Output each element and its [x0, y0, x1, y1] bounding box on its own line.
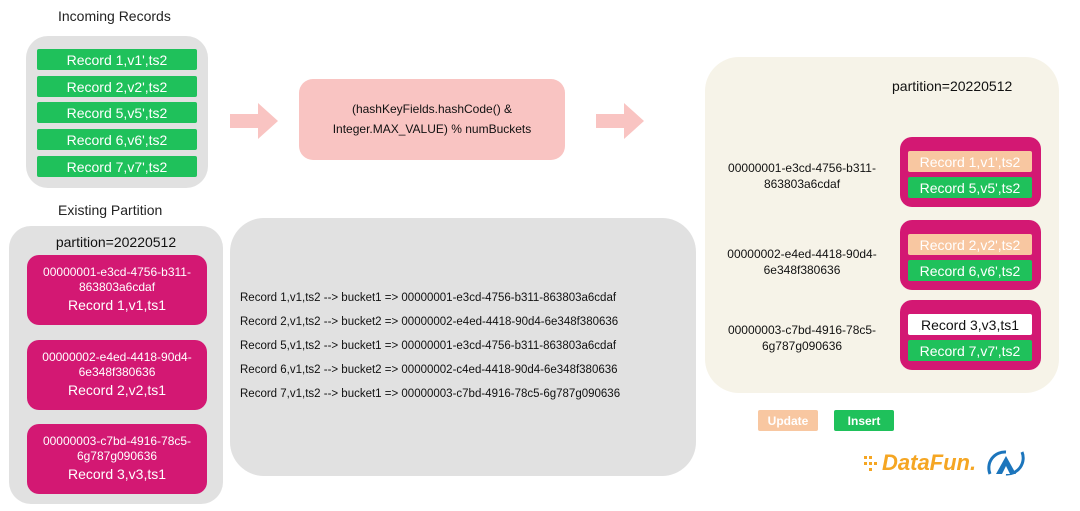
inserted-record: Record 7,v7',ts2: [908, 340, 1032, 361]
file-id-line: 863803a6cdaf: [763, 177, 841, 191]
mapping-line: Record 2,v1,ts2 --> bucket2 => 00000002-…: [240, 316, 619, 328]
result-bucket: Record 1,v1',ts2 Record 5,v5',ts2: [900, 137, 1041, 207]
file-id-line: 6e348f380636: [763, 263, 841, 277]
legend-update: Update: [758, 410, 818, 431]
incoming-records-title: Incoming Records: [58, 8, 171, 24]
file-id-line: 00000003-c7bd-4916-78c5-: [42, 434, 192, 448]
file-record: Record 3,v3,ts1: [67, 466, 167, 482]
existing-file-card: 00000001-e3cd-4756-b311- 863803a6cdaf Re…: [27, 255, 207, 325]
incoming-record: Record 5,v5',ts2: [37, 102, 197, 123]
legend-insert: Insert: [834, 410, 894, 431]
result-file-id: 00000001-e3cd-4756-b311- 863803a6cdaf: [712, 160, 892, 192]
existing-partition-panel: partition=20220512 00000001-e3cd-4756-b3…: [9, 226, 223, 504]
hash-line: (hashKeyFields.hashCode() &: [351, 102, 513, 116]
result-file-id: 00000002-e4ed-4418-90d4- 6e348f380636: [712, 246, 892, 278]
incoming-record: Record 6,v6',ts2: [37, 129, 197, 150]
result-bucket: Record 3,v3,ts1 Record 7,v7',ts2: [900, 300, 1041, 370]
file-id-line: 00000001-e3cd-4756-b311-: [43, 265, 191, 279]
hudi-logo-icon: [987, 450, 1025, 476]
existing-partition-title: Existing Partition: [58, 202, 163, 218]
datafun-dots-icon: [864, 456, 877, 471]
hash-line: Integer.MAX_VALUE) % numBuckets: [332, 122, 532, 136]
hash-function-box: (hashKeyFields.hashCode() & Integer.MAX_…: [299, 79, 565, 160]
existing-file-card: 00000003-c7bd-4916-78c5- 6g787g090636 Re…: [27, 424, 207, 494]
incoming-record: Record 2,v2',ts2: [37, 76, 197, 97]
existing-partition-label: partition=20220512: [55, 234, 177, 250]
mapping-line: Record 5,v1,ts2 --> bucket1 => 00000001-…: [240, 340, 617, 352]
file-id-line: 6g787g090636: [761, 339, 843, 353]
inserted-record: Record 5,v5',ts2: [908, 177, 1032, 198]
bucket-mapping-panel: [230, 218, 696, 476]
unchanged-record: Record 3,v3,ts1: [908, 314, 1032, 335]
incoming-record: Record 7,v7',ts2: [37, 156, 197, 177]
file-id-line: 6e348f380636: [78, 365, 156, 379]
result-bucket: Record 2,v2',ts2 Record 6,v6',ts2: [900, 220, 1041, 290]
file-record: Record 2,v2,ts1: [67, 382, 167, 398]
arrow-right-icon: [596, 103, 644, 139]
incoming-records-panel: Record 1,v1',ts2 Record 2,v2',ts2 Record…: [26, 36, 208, 188]
file-id-line: 00000002-e4ed-4418-90d4-: [42, 350, 192, 364]
file-id-line: 863803a6cdaf: [78, 280, 156, 294]
arrow-right-icon: [230, 103, 278, 139]
result-partition-label: partition=20220512: [892, 78, 1013, 94]
updated-record: Record 2,v2',ts2: [908, 234, 1032, 255]
inserted-record: Record 6,v6',ts2: [908, 260, 1032, 281]
mapping-line: Record 1,v1,ts2 --> bucket1 => 00000001-…: [240, 292, 617, 304]
file-record: Record 1,v1,ts1: [67, 297, 167, 313]
mapping-line: Record 7,v1,ts2 --> bucket1 => 00000003-…: [240, 388, 621, 400]
file-id-line: 00000003-c7bd-4916-78c5-: [727, 323, 877, 337]
existing-file-card: 00000002-e4ed-4418-90d4- 6e348f380636 Re…: [27, 340, 207, 410]
incoming-record: Record 1,v1',ts2: [37, 49, 197, 70]
file-id-line: 00000001-e3cd-4756-b311-: [728, 161, 876, 175]
file-id-line: 00000002-e4ed-4418-90d4-: [727, 247, 877, 261]
updated-record: Record 1,v1',ts2: [908, 151, 1032, 172]
datafun-logo: DataFun.: [864, 446, 976, 480]
file-id-line: 6g787g090636: [76, 449, 158, 463]
mapping-line: Record 6,v1,ts2 --> bucket2 => 00000002-…: [240, 364, 618, 376]
datafun-wordmark: DataFun.: [882, 450, 977, 475]
result-file-id: 00000003-c7bd-4916-78c5- 6g787g090636: [712, 322, 892, 354]
